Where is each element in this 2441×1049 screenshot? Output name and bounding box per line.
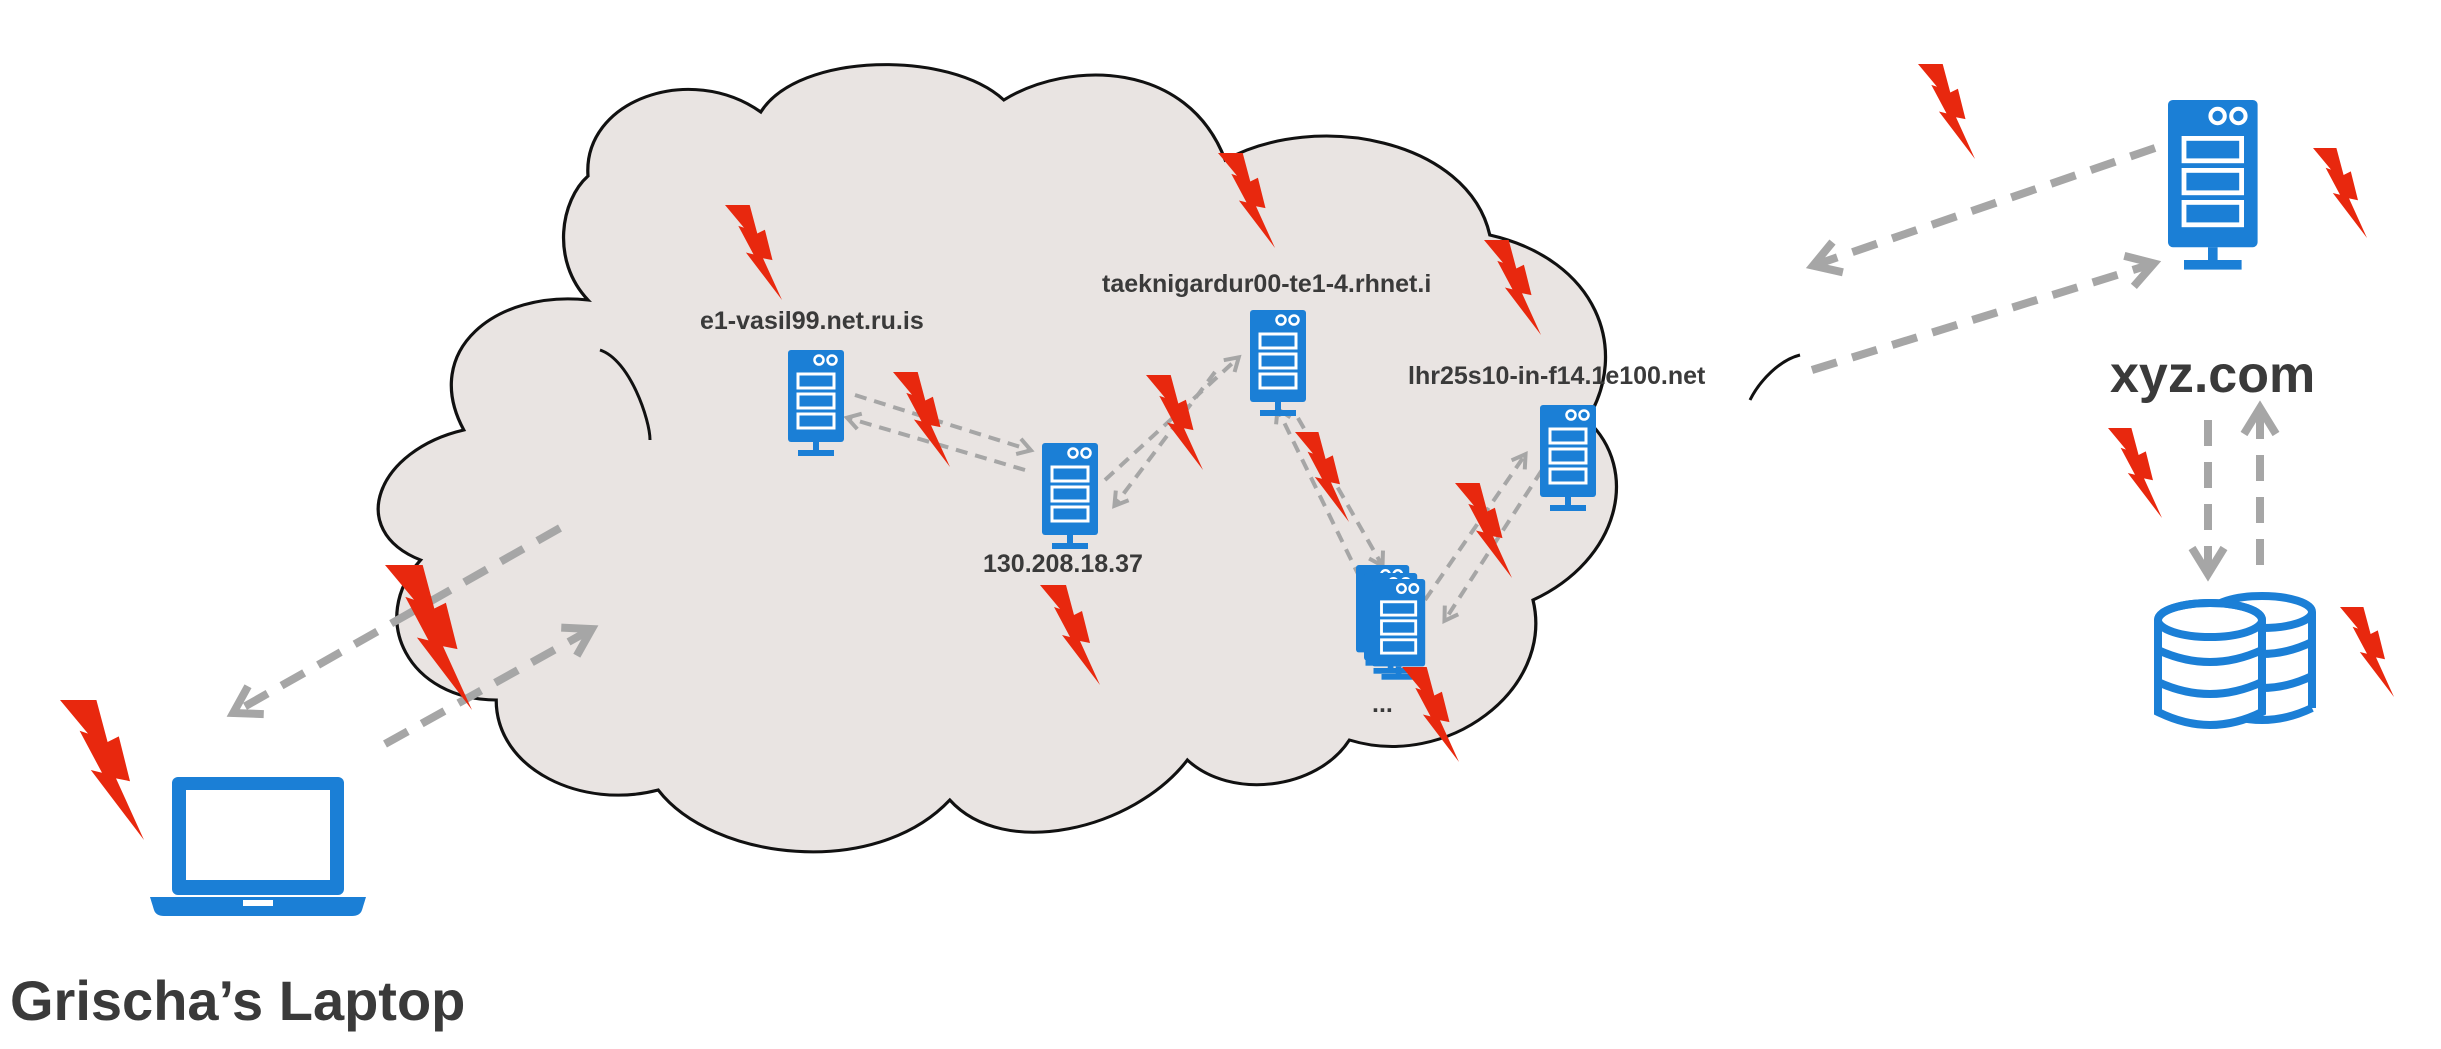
- lightning-bolt-icon: [2313, 148, 2367, 238]
- server-icon: [786, 348, 846, 458]
- server-icon: [1248, 308, 1308, 418]
- server-icon: [1538, 403, 1598, 513]
- router-label-lhr25s10: lhr25s10-in-f14.1e100.net: [1408, 362, 1706, 390]
- router-taeknigardur: [1248, 308, 1308, 418]
- laptop-label: Grischa’s Laptop: [10, 969, 465, 1032]
- database-icon: [2154, 592, 2316, 729]
- link-r5-r4: [1423, 451, 1528, 602]
- link-r5-r3: [1274, 405, 1362, 579]
- router-stack: [1354, 563, 1427, 682]
- lightning-bolt-icon: [60, 700, 144, 840]
- database: [2154, 592, 2316, 729]
- internet-cloud: [376, 63, 1619, 854]
- lightning-bolt-icon: [1918, 64, 1975, 159]
- router-label-e1-vasil99: e1-vasil99.net.ru.is: [700, 307, 924, 335]
- router-lhr25s10: [1538, 403, 1598, 513]
- router-label-130-208-18-37: 130.208.18.37: [983, 550, 1143, 578]
- lightning-bolt-icon: [2340, 607, 2394, 697]
- laptop: [150, 777, 366, 916]
- link-laptop-to-cloud-up: [226, 524, 562, 719]
- router-label-taeknigardur: taeknigardur00-te1-4.rhnet.i: [1102, 270, 1431, 298]
- server-icon: [1040, 441, 1100, 551]
- link-r3-r2: [1112, 370, 1217, 509]
- router-label-stack: ...: [1372, 690, 1393, 718]
- link-r1-r2: [854, 393, 1035, 456]
- server-icon: [2168, 100, 2258, 270]
- server-xyz: [2168, 100, 2258, 270]
- lightning-bolt-icon: [2108, 428, 2162, 518]
- router-130-208-18-37: [1040, 441, 1100, 551]
- server-stack-icon: [1354, 563, 1427, 682]
- server-label: xyz.com: [2110, 346, 2315, 404]
- link-r2-r3: [1103, 354, 1242, 482]
- link-cloud-to-server: [1810, 251, 2162, 374]
- laptop-icon: [150, 777, 366, 916]
- link-server-to-cloud: [1805, 144, 2157, 277]
- router-e1-vasil99: [786, 348, 846, 458]
- link-r2-r1: [843, 411, 1026, 472]
